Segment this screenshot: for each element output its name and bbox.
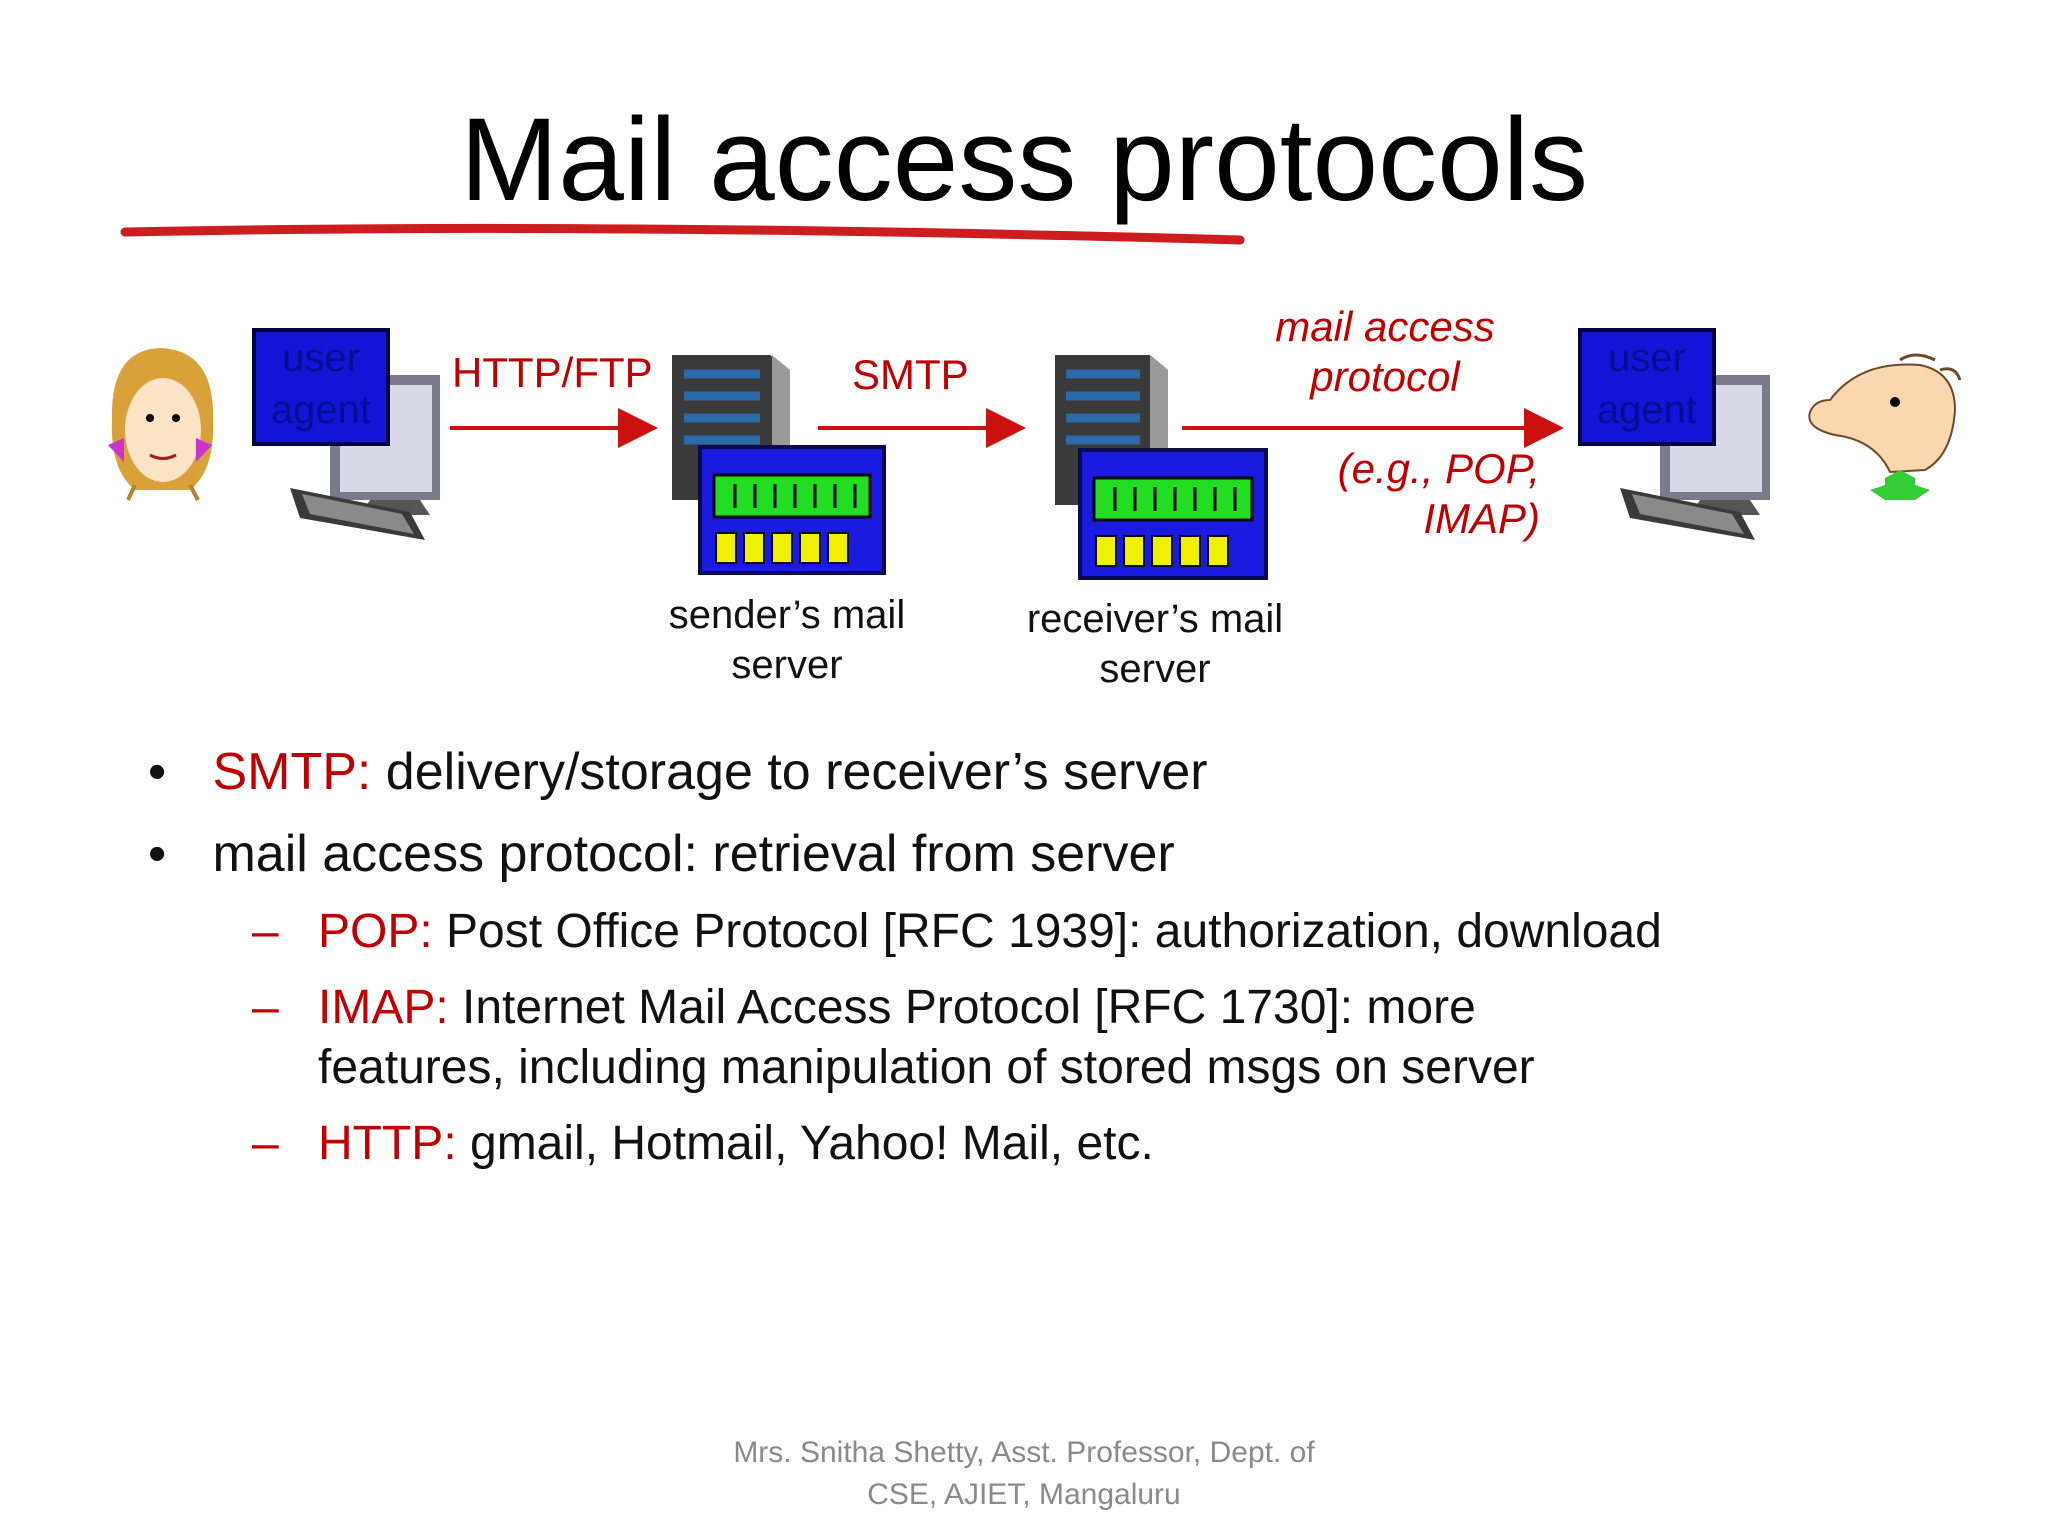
receiver-server-caption-line2: server bbox=[1099, 647, 1211, 691]
bullet-text: delivery/storage to receiver’s server bbox=[371, 743, 1208, 801]
sub-bullet-prefix: HTTP: bbox=[318, 1117, 457, 1170]
sender-server-caption-line2: server bbox=[731, 643, 843, 687]
dash-marker: – bbox=[252, 905, 279, 958]
diagram-graphics bbox=[108, 348, 1962, 580]
sub-bullet-list: –POP: Post Office Protocol [RFC 1939]: a… bbox=[252, 902, 1952, 1174]
receiver-server-caption: receiver’s mail server bbox=[1000, 594, 1310, 694]
sub-bullet-item: –POP: Post Office Protocol [RFC 1939]: a… bbox=[252, 902, 1952, 962]
sub-bullet-text: Internet Mail Access Protocol [RFC 1730]… bbox=[448, 981, 1476, 1034]
sub-bullet-prefix: IMAP: bbox=[318, 981, 449, 1034]
sub-bullet-text: Post Office Protocol [RFC 1939]: authori… bbox=[432, 905, 1662, 958]
receiver-user-agent: user agent bbox=[1578, 328, 1716, 446]
sender-user-agent: user agent bbox=[252, 328, 390, 446]
receiver-user-agent-line2: agent bbox=[1596, 388, 1698, 432]
footer-line1: Mrs. Snitha Shetty, Asst. Professor, Dep… bbox=[733, 1436, 1315, 1469]
bullet-item: • mail access protocol: retrieval from s… bbox=[148, 824, 1908, 884]
mail-access-protocol-label: mail access protocol bbox=[1250, 302, 1520, 402]
sub-bullet-text: gmail, Hotmail, Yahoo! Mail, etc. bbox=[456, 1117, 1154, 1170]
smtp-label: SMTP bbox=[852, 351, 969, 398]
bullet-text: mail access protocol: retrieval from ser… bbox=[212, 825, 1175, 883]
bullet-list: • SMTP: delivery/storage to receiver’s s… bbox=[148, 742, 1908, 884]
sender-server-caption: sender’s mail server bbox=[642, 590, 932, 690]
slide-title: Mail access protocols bbox=[460, 94, 1588, 226]
examples-line1: (e.g., POP, bbox=[1337, 445, 1540, 492]
dash-marker: – bbox=[252, 1117, 279, 1170]
dash-marker: – bbox=[252, 981, 279, 1034]
footer: Mrs. Snitha Shetty, Asst. Professor, Dep… bbox=[600, 1432, 1448, 1516]
http-ftp-label: HTTP/FTP bbox=[452, 349, 653, 396]
protocol-examples-label: (e.g., POP, IMAP) bbox=[1300, 444, 1540, 544]
receiver-person-icon bbox=[1808, 353, 1962, 500]
sub-bullet-item: –IMAP: Internet Mail Access Protocol [RF… bbox=[252, 978, 1952, 1098]
sender-user-agent-line1: user bbox=[282, 336, 360, 380]
sender-person-icon bbox=[108, 348, 214, 501]
sub-bullet-continuation: features, including manipulation of stor… bbox=[318, 1041, 1535, 1094]
receiver-user-agent-line1: user bbox=[1608, 336, 1686, 380]
title-underline bbox=[120, 223, 1245, 245]
sender-mail-server-icon bbox=[672, 355, 886, 575]
examples-line2: IMAP) bbox=[1423, 495, 1540, 542]
bullet-item: • SMTP: delivery/storage to receiver’s s… bbox=[148, 742, 1908, 802]
receiver-server-caption-line1: receiver’s mail bbox=[1026, 597, 1284, 641]
sub-bullet-item: –HTTP: gmail, Hotmail, Yahoo! Mail, etc. bbox=[252, 1114, 1952, 1174]
bullet-marker: • bbox=[148, 743, 167, 801]
bullet-prefix: SMTP: bbox=[212, 743, 372, 801]
mail-access-label-line2: protocol bbox=[1310, 353, 1460, 400]
receiver-mail-server-icon bbox=[1055, 355, 1268, 580]
sender-user-agent-line2: agent bbox=[270, 388, 372, 432]
sub-bullet-prefix: POP: bbox=[318, 905, 433, 958]
footer-line2: CSE, AJIET, Mangaluru bbox=[867, 1478, 1181, 1511]
mail-access-label-line1: mail access bbox=[1275, 303, 1495, 350]
bullet-marker: • bbox=[148, 825, 167, 883]
sender-server-caption-line1: sender’s mail bbox=[668, 593, 906, 637]
